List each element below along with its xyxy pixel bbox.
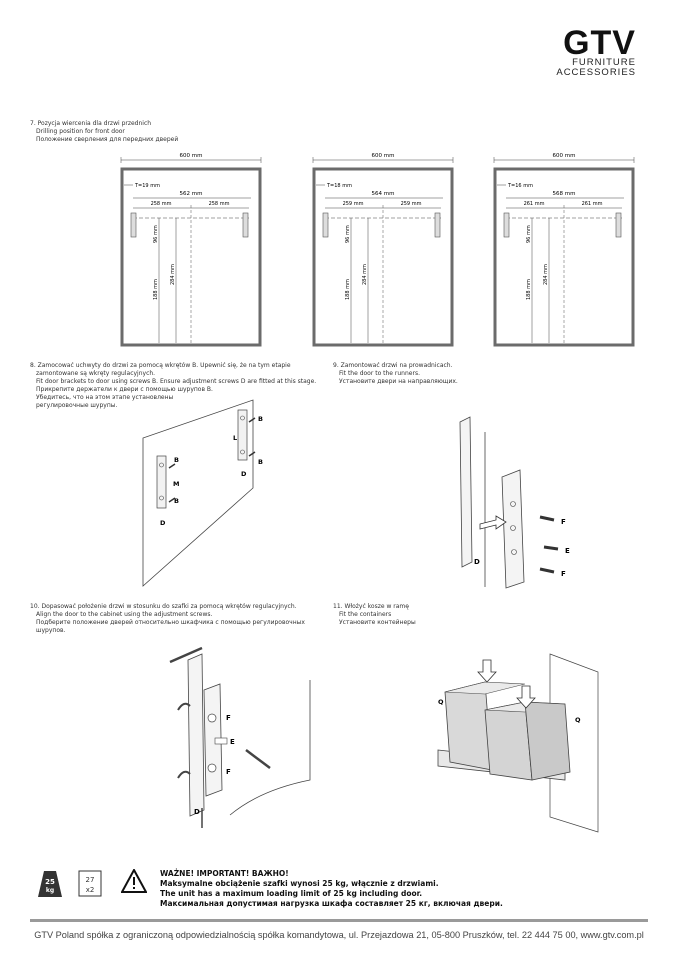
step-10-line-4: шурупов. <box>36 627 66 634</box>
label-b-3: B <box>258 415 263 423</box>
bracket-l <box>237 409 248 461</box>
diagram-3-half-right: 261 mm <box>582 201 603 207</box>
diagram-2-width: 600 mm <box>372 153 395 159</box>
drilling-diagrams: 600 mm T=19 mm 562 mm 258 mm 258 mm 96 m… <box>120 153 635 347</box>
label-d: D <box>474 558 480 566</box>
diagram-2-thickness: T=18 mm <box>326 183 352 189</box>
diagram-1-half-right: 258 mm <box>209 201 230 207</box>
diagram-2-h3: 284 mm <box>362 264 368 285</box>
label-b-2: B <box>174 497 179 505</box>
step-10-line-3: Подберите положение дверей относительно … <box>36 619 305 626</box>
container-capacity-icon: 27 x2 <box>78 870 102 897</box>
diagram-3-width: 600 mm <box>553 153 576 159</box>
step-11-line-1: 11. Włożyć kosze w ramę <box>333 603 409 610</box>
step-9-line-1: 9. Zamontować drzwi na prowadnicach. <box>333 362 453 369</box>
label-m: M <box>173 480 179 488</box>
warning-ru: Максимальная допустимая нагрузка шкафа с… <box>160 899 503 908</box>
step-8-line-2: zamontowane są wkręty regulacyjnych. <box>36 370 156 377</box>
svg-text:27: 27 <box>86 876 95 884</box>
footer-divider <box>30 919 648 922</box>
diagram-2-half-left: 259 mm <box>343 201 364 207</box>
svg-text:x2: x2 <box>86 886 95 894</box>
warning-pl: Maksymalne obciążenie szafki wynosi 25 k… <box>160 879 439 888</box>
step-9-line-3: Установите двери на направляющих. <box>339 378 458 385</box>
diagram-3-h1: 96 mm <box>526 225 532 243</box>
step-10-line-1: 10. Dopasować położenie drzwi w stosunku… <box>30 603 297 610</box>
warning-text: WAŻNE! IMPORTANT! ВАЖНО! Maksymalne obci… <box>160 869 503 909</box>
diagram-3-half-left: 261 mm <box>524 201 545 207</box>
label-l: L <box>233 434 237 442</box>
step-8-line-6: регулировочные шурупы. <box>36 402 118 409</box>
diagram-3-thickness: T=16 mm <box>507 183 533 189</box>
label-f-1: F <box>561 518 566 526</box>
door-brackets-illustration: B B B B L M D D <box>142 399 263 587</box>
label-q-2: Q <box>575 716 581 724</box>
diagram-2-inner: 564 mm <box>372 191 395 197</box>
diagram-1-thickness: T=19 mm <box>134 183 160 189</box>
bracket-m <box>156 455 167 509</box>
diagram-1-h2: 188 mm <box>153 279 159 300</box>
svg-text:25: 25 <box>45 878 55 886</box>
label-d: D <box>194 808 200 816</box>
drilling-diagram-3: 600 mm T=16 mm 568 mm 261 mm 261 mm 96 m… <box>493 153 635 347</box>
step-11-text: 11. Włożyć kosze w ramę Fit the containe… <box>333 603 416 627</box>
step-8-text: 8. Zamocować uchwyty do drzwi za pomocą … <box>30 362 316 410</box>
step-8-line-3: Fit door brackets to door using screws B… <box>36 378 317 385</box>
step-7-text: 7. Pozycja wiercenia dla drzwi przednich… <box>30 120 178 144</box>
diagram-3-inner: 568 mm <box>553 191 576 197</box>
step-11-line-3: Установите контейнеры <box>339 619 416 626</box>
step-10-text: 10. Dopasować położenie drzwi w stosunku… <box>30 603 305 635</box>
warning-title: WAŻNE! IMPORTANT! ВАЖНО! <box>160 869 289 878</box>
containers-illustration: Q Q <box>437 653 599 833</box>
step-7-title: 7. Pozycja wiercenia dla drzwi przednich <box>30 120 152 127</box>
label-b-4: B <box>258 458 263 466</box>
diagram-3-h3: 284 mm <box>543 264 549 285</box>
diagram-3-h2: 188 mm <box>526 279 532 300</box>
diagram-1-h1: 96 mm <box>153 225 159 243</box>
label-b-1: B <box>174 456 179 464</box>
label-f-1: F <box>226 714 231 722</box>
step-7-ru: Положение сверления для передних дверей <box>36 136 179 143</box>
diagram-1-half-left: 258 mm <box>151 201 172 207</box>
step-8-line-1: 8. Zamocować uchwyty do drzwi za pomocą … <box>30 362 291 369</box>
weight-icon: 25 kg <box>38 871 62 897</box>
diagram-2-half-right: 259 mm <box>401 201 422 207</box>
logo-mark: GTV <box>563 24 636 62</box>
step-11-line-2: Fit the containers <box>339 611 392 618</box>
warning-en: The unit has a maximum loading limit of … <box>160 889 423 898</box>
logo-line-1: FURNITURE <box>572 57 636 68</box>
door-runner-illustration: F E F D <box>459 416 570 589</box>
step-8-line-5: Убедитесь, что на этом этапе установлены <box>36 394 174 401</box>
svg-text:kg: kg <box>46 887 54 894</box>
label-f-2: F <box>561 570 566 578</box>
step-7-en: Drilling position for front door <box>36 128 125 135</box>
step-9-text: 9. Zamontować drzwi na prowadnicach. Fit… <box>333 362 458 386</box>
warning-icon <box>121 869 147 893</box>
diagram-2-h2: 188 mm <box>345 279 351 300</box>
label-f-2: F <box>226 768 231 776</box>
drilling-diagram-1: 600 mm T=19 mm 562 mm 258 mm 258 mm 96 m… <box>120 153 262 347</box>
door-alignment-illustration: F E F D <box>169 646 311 828</box>
label-d-2: D <box>241 470 247 478</box>
drilling-diagram-2: 600 mm T=18 mm 564 mm 259 mm 259 mm 96 m… <box>312 153 454 347</box>
footer-address: GTV Poland spółka z ograniczoną odpowied… <box>34 930 644 940</box>
step-9-line-2: Fit the door to the runners. <box>339 370 420 377</box>
label-d-1: D <box>160 519 166 527</box>
step-10-line-2: Align the door to the cabinet using the … <box>36 611 213 618</box>
brand-logo: GTV FURNITURE ACCESSORIES <box>556 24 636 78</box>
label-e: E <box>230 738 235 746</box>
step-8-line-4: Прикрепите держатели к двери с помощью ш… <box>36 386 213 393</box>
logo-line-2: ACCESSORIES <box>556 67 636 78</box>
diagram-1-h3: 284 mm <box>170 264 176 285</box>
label-q-1: Q <box>438 698 444 706</box>
diagram-1-width: 600 mm <box>180 153 203 159</box>
diagram-2-h1: 96 mm <box>345 225 351 243</box>
diagram-1-inner: 562 mm <box>180 191 203 197</box>
label-e: E <box>565 547 570 555</box>
